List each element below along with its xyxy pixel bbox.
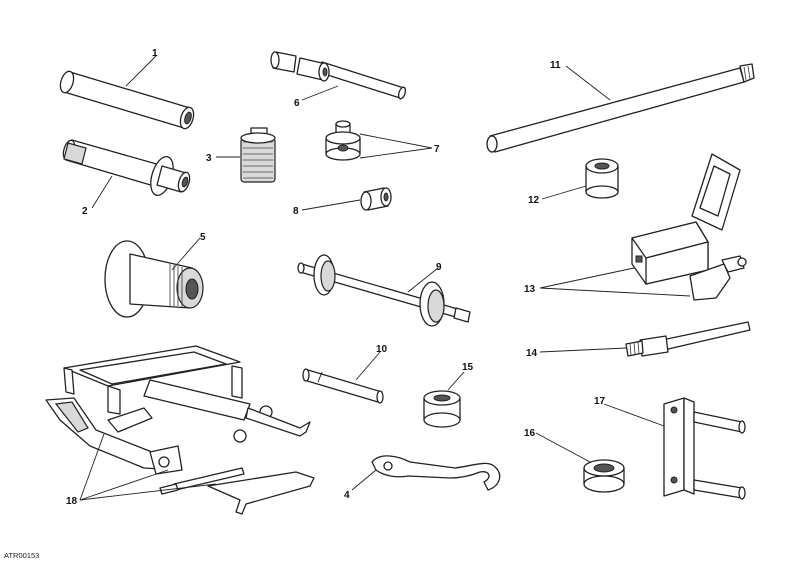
part-15-bush <box>423 390 461 428</box>
part-12-bush <box>585 158 619 199</box>
callout-9: 9 <box>436 262 442 273</box>
part-1-tube <box>59 70 195 130</box>
callout-17: 17 <box>594 396 606 407</box>
part-9-shaft-discs <box>297 254 471 327</box>
part-7-adapter <box>325 120 361 161</box>
callout-5: 5 <box>200 232 206 243</box>
callout-12: 12 <box>528 195 540 206</box>
part-3-knurled-cylinder <box>240 127 276 183</box>
callout-14: 14 <box>526 348 538 359</box>
callout-16: 16 <box>524 428 536 439</box>
part-18-stand-and-jack <box>45 345 315 515</box>
part-14-threaded-pin <box>625 321 751 357</box>
callout-15: 15 <box>462 362 474 373</box>
callout-1: 1 <box>152 48 158 59</box>
part-8-small-bush <box>360 187 392 211</box>
callout-3: 3 <box>206 153 212 164</box>
callout-7: 7 <box>434 144 440 155</box>
part-17-bracket <box>663 397 746 500</box>
callout-4: 4 <box>344 490 350 501</box>
callout-10: 10 <box>376 344 388 355</box>
part-2-flanged-tube <box>62 139 191 196</box>
part-13-tool-case <box>631 153 747 301</box>
callout-13: 13 <box>524 284 536 295</box>
part-5-flange-bush <box>104 240 204 318</box>
part-10-pin <box>302 368 384 404</box>
callout-6: 6 <box>294 98 300 109</box>
callout-11: 11 <box>550 60 561 71</box>
callout-labels: 1 2 3 4 5 6 7 8 9 10 11 12 13 14 15 16 1… <box>66 48 606 507</box>
part-16-ring <box>583 459 625 493</box>
callout-8: 8 <box>293 206 299 217</box>
part-6-pin <box>270 51 407 100</box>
drawing-code: ATR00153 <box>4 551 39 560</box>
part-4-hook-spanner <box>371 455 501 491</box>
callout-18: 18 <box>66 496 78 507</box>
leader-lines <box>79 55 691 501</box>
part-11-long-rod <box>486 63 755 153</box>
callout-2: 2 <box>82 206 88 217</box>
